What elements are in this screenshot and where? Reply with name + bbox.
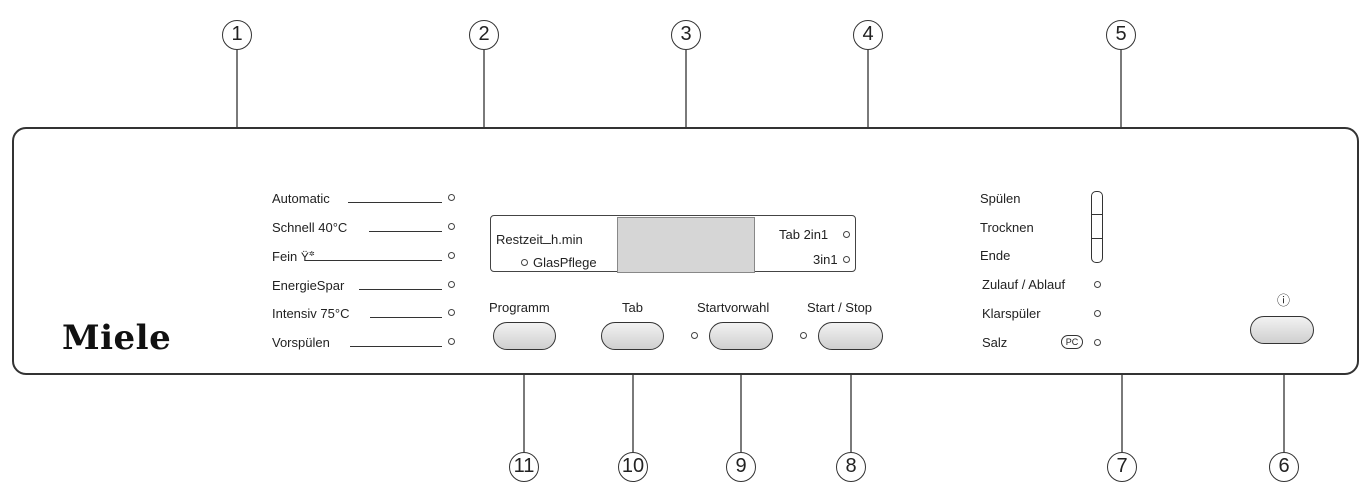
program-automatic-led (448, 194, 455, 201)
glass-icon: Ϋ✲ (300, 250, 315, 264)
glaspflege-label: GlasPflege (533, 255, 597, 270)
3in1-led (843, 256, 850, 263)
callout-8: 8 (836, 452, 866, 482)
status-spuelen-label: Spülen (980, 191, 1021, 206)
status-indicator-strip (1091, 191, 1103, 263)
warning-klarspueler-led (1094, 310, 1101, 317)
tab-button-label: Tab (622, 300, 643, 315)
tab-button[interactable] (601, 322, 664, 350)
warning-zulauf-label: Zulauf / Ablauf (982, 277, 1066, 292)
glaspflege-led (521, 259, 528, 266)
program-vorspuelen-led (448, 338, 455, 345)
callout-5: 5 (1106, 20, 1136, 50)
startvorwahl-button[interactable] (709, 322, 773, 350)
warning-klarspueler-label: Klarspüler (982, 306, 1041, 321)
startvorwahl-led (691, 332, 698, 339)
program-automatic-label: Automatic (272, 191, 330, 206)
callout-3: 3 (671, 20, 701, 50)
callout-10: 10 (618, 452, 648, 482)
tab2in1-label: Tab 2in1 (779, 227, 829, 242)
status-ende-label: Ende (980, 248, 1011, 263)
callout-2: 2 (469, 20, 499, 50)
program-intensiv-label: Intensiv 75°C (272, 306, 350, 321)
callout-11: 11 (509, 452, 539, 482)
program-energiespar-led (448, 281, 455, 288)
program-vorspuelen-label: Vorspülen (272, 335, 330, 350)
warning-zulauf-led (1094, 281, 1101, 288)
warning-salz-label: Salz (982, 335, 1008, 350)
startvorwahl-button-label: Startvorwahl (697, 300, 770, 315)
callout-1: 1 (222, 20, 252, 50)
callout-9: 9 (726, 452, 756, 482)
programm-button-label: Programm (489, 300, 550, 315)
program-energiespar-label: EnergieSpar (272, 278, 345, 293)
tab2in1-led (843, 231, 850, 238)
brand-logo: Miele (62, 318, 172, 358)
program-intensiv-led (448, 309, 455, 316)
programm-button[interactable] (493, 322, 556, 350)
callout-7: 7 (1107, 452, 1137, 482)
startstop-button-label: Start / Stop (807, 300, 873, 315)
power-button[interactable] (1250, 316, 1314, 344)
remaining-time-display (617, 217, 755, 273)
warning-salz-led (1094, 339, 1101, 346)
power-icon: ⓘ (1277, 293, 1291, 308)
program-schnell-label: Schnell 40°C (272, 220, 348, 235)
salt-symbol: PC (1061, 335, 1083, 349)
startstop-led (800, 332, 807, 339)
3in1-label: 3in1 (813, 252, 838, 267)
program-fein-label: Fein Ϋ✲ (272, 249, 315, 264)
program-fein-led (448, 252, 455, 259)
callout-6: 6 (1269, 452, 1299, 482)
program-schnell-led (448, 223, 455, 230)
callout-4: 4 (853, 20, 883, 50)
status-trocknen-label: Trocknen (980, 220, 1034, 235)
startstop-button[interactable] (818, 322, 883, 350)
